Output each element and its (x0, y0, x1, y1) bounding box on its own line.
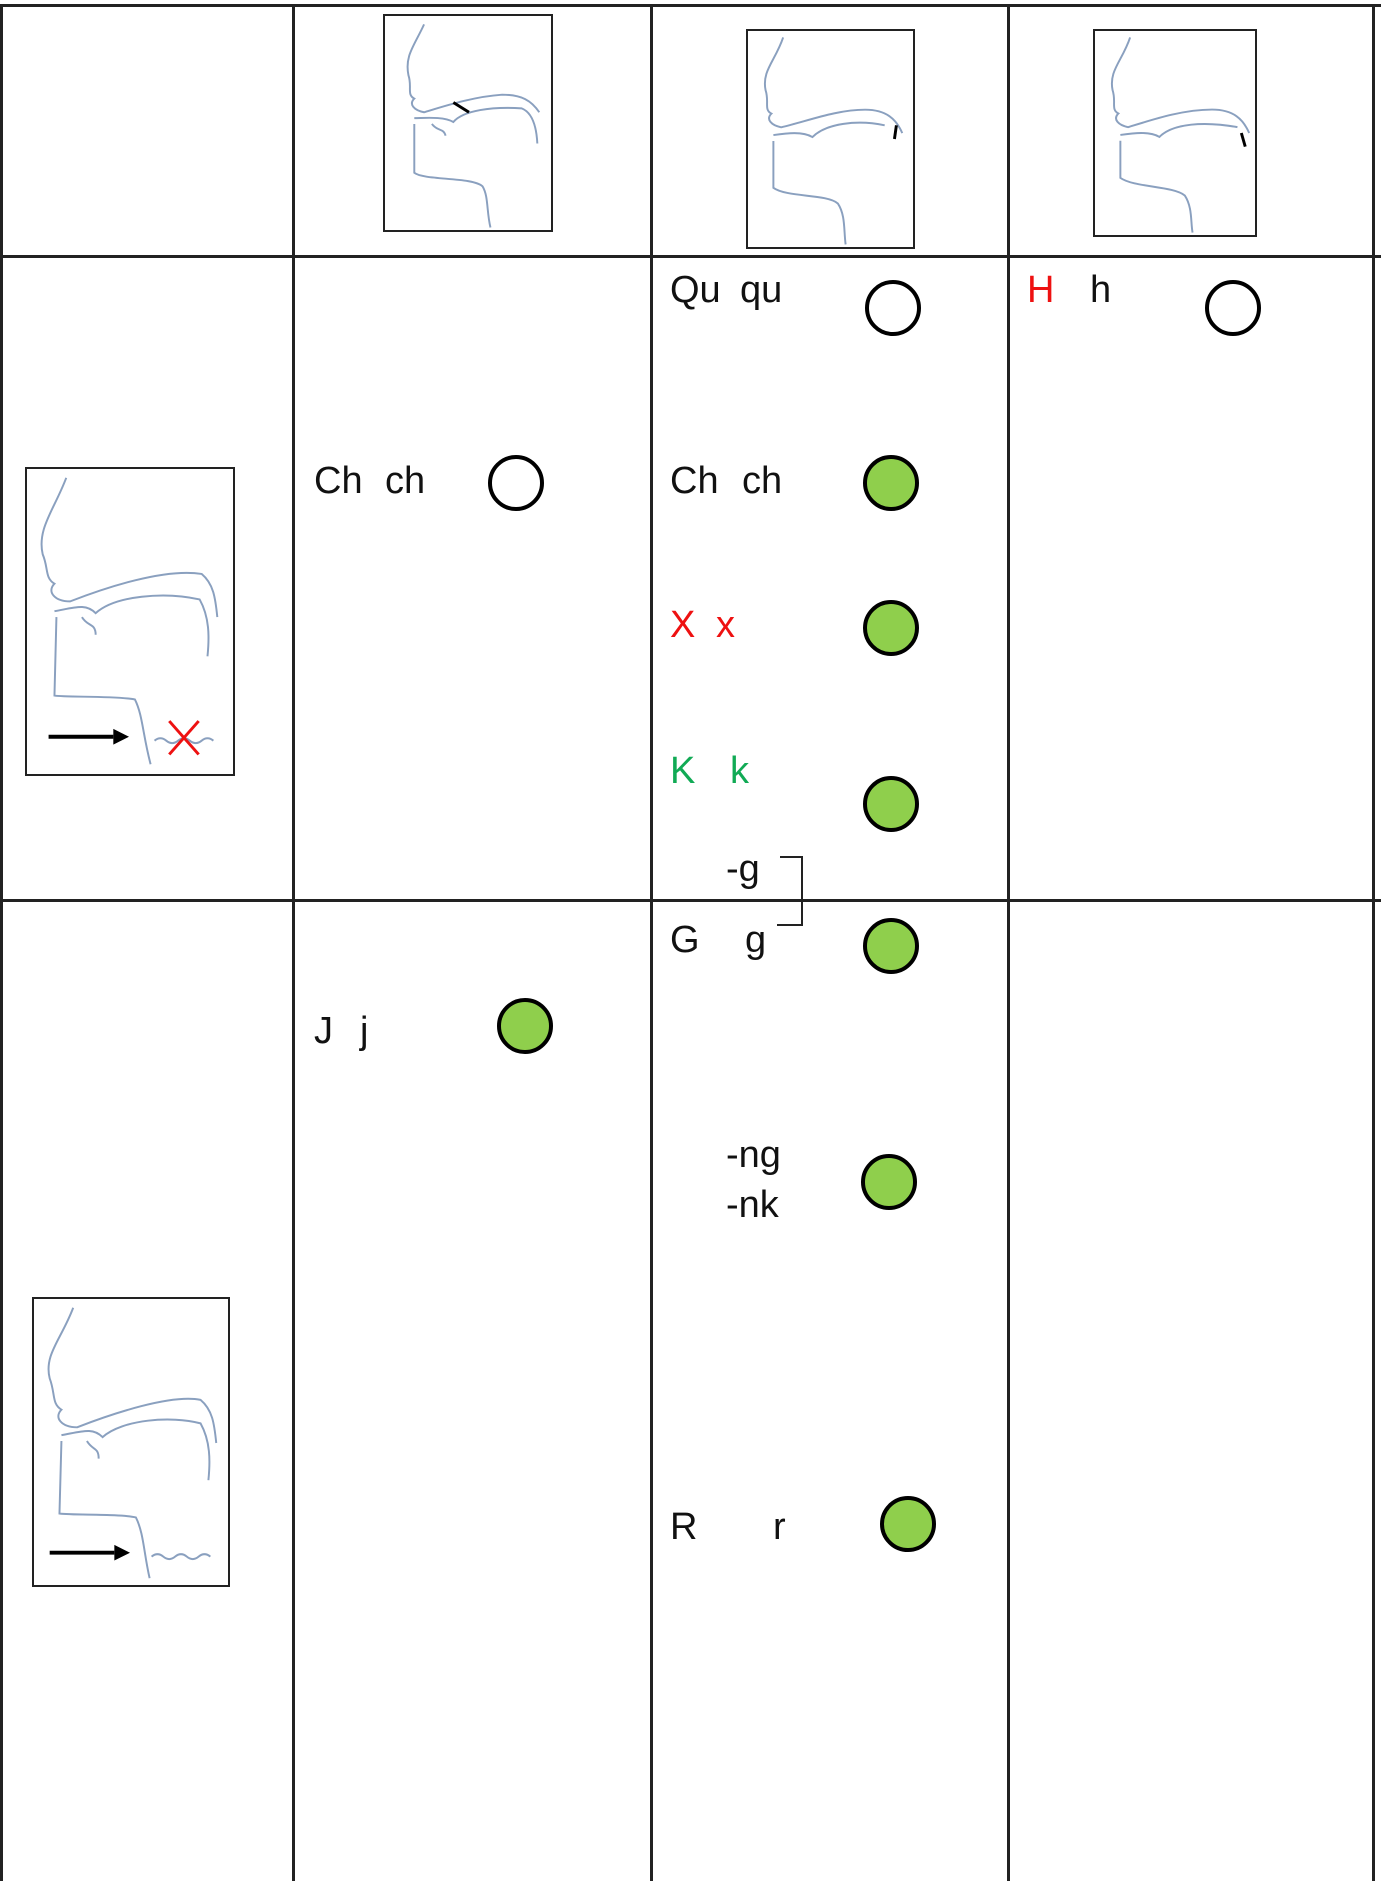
ch-upper-label-col2: Ch (314, 460, 363, 502)
airflow-voiced-icon (32, 1297, 230, 1587)
grid-line-col1 (292, 4, 295, 1881)
grid-line-col2 (650, 4, 653, 1881)
g-upper-label: G (670, 919, 700, 961)
j-upper-label: J (314, 1010, 333, 1052)
mouth-diagram-back-icon (746, 29, 915, 249)
mouth-diagram-front-icon (383, 14, 553, 232)
nk-ending-label: -nk (726, 1184, 779, 1226)
h-empty-circle (1205, 280, 1261, 336)
grid-line-row1 (0, 255, 1381, 258)
r-lower-label: r (773, 1506, 786, 1548)
ch-lower-label-col3: ch (742, 460, 783, 502)
h-lower-label: h (1090, 269, 1112, 311)
qu-lower-label: qu (740, 269, 783, 311)
x-lower-label: x (716, 604, 735, 646)
r-upper-label: R (670, 1506, 698, 1548)
bracket-side (801, 856, 803, 926)
k-upper-label: K (670, 750, 696, 792)
ch-upper-label-col3: Ch (670, 460, 719, 502)
grid-line-left (0, 4, 3, 1881)
k-lower-label: k (730, 750, 749, 792)
j-filled-circle (497, 998, 553, 1054)
g-lower-label: g (745, 919, 767, 961)
qu-upper-label: Qu (670, 269, 721, 311)
g-ending-label: -g (726, 848, 760, 890)
ng-filled-circle (861, 1154, 917, 1210)
ch-empty-circle-col2 (488, 455, 544, 511)
grid-line-top (0, 4, 1381, 7)
ch-filled-circle-col3 (863, 455, 919, 511)
ng-ending-label: -ng (726, 1134, 781, 1176)
ch-lower-label-col2: ch (385, 460, 426, 502)
grid-line-col3 (1007, 4, 1010, 1881)
g-filled-circle (863, 918, 919, 974)
mouth-diagram-throat-icon (1093, 29, 1257, 237)
j-lower-label: j (360, 1010, 369, 1052)
bracket-top (780, 856, 802, 858)
x-filled-circle (863, 600, 919, 656)
qu-empty-circle (865, 280, 921, 336)
k-filled-circle (863, 776, 919, 832)
h-upper-label: H (1027, 269, 1055, 311)
x-upper-label: X (670, 604, 696, 646)
bracket-bottom (777, 924, 803, 926)
grid-line-row2 (0, 899, 1381, 902)
r-filled-circle (880, 1496, 936, 1552)
airflow-voiceless-icon (25, 467, 235, 776)
grid-line-right (1372, 4, 1375, 1881)
